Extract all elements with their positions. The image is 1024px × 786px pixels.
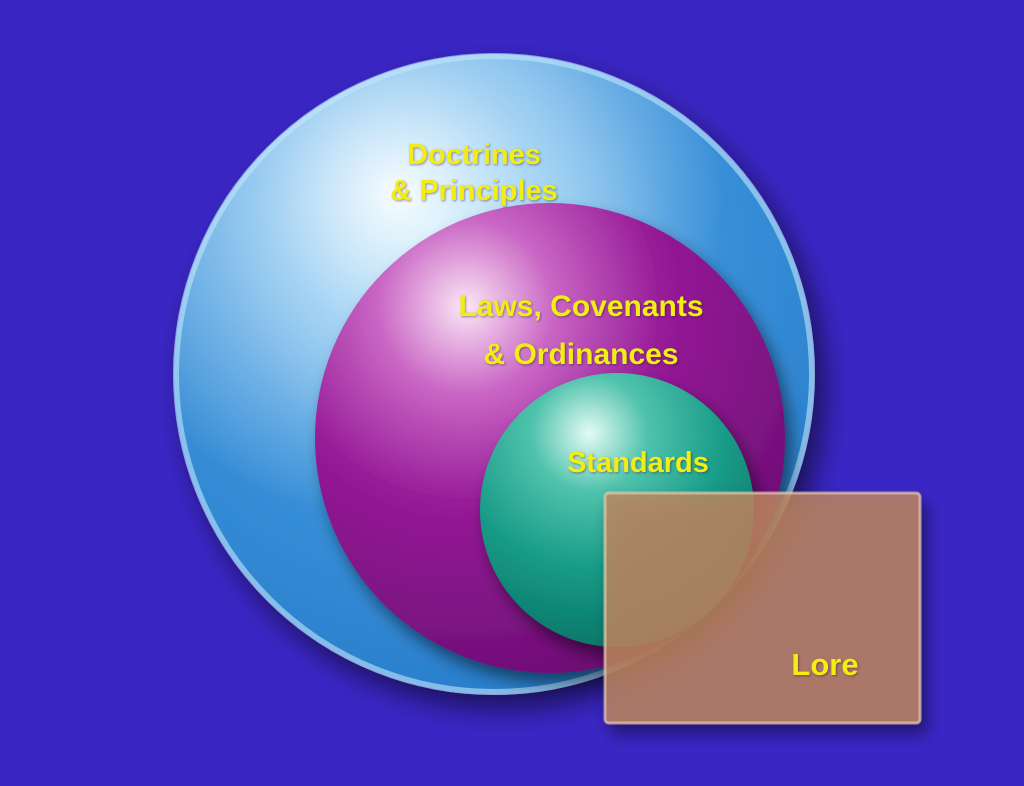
doctrines-label: Doctrines & Principles <box>360 141 588 206</box>
doctrines-label-line-1: Doctrines <box>407 139 541 171</box>
standards-label: Standards <box>538 449 738 478</box>
laws-label: Laws, Covenants & Ordinances <box>420 292 742 370</box>
lore-label: Lore <box>791 647 859 682</box>
laws-label-line-2: & Ordinances <box>483 338 679 371</box>
lore-box <box>603 491 922 725</box>
standards-label-line-1: Standards <box>567 447 709 479</box>
laws-label-line-1: Laws, Covenants <box>458 290 704 323</box>
doctrines-label-line-2: & Principles <box>390 175 558 207</box>
